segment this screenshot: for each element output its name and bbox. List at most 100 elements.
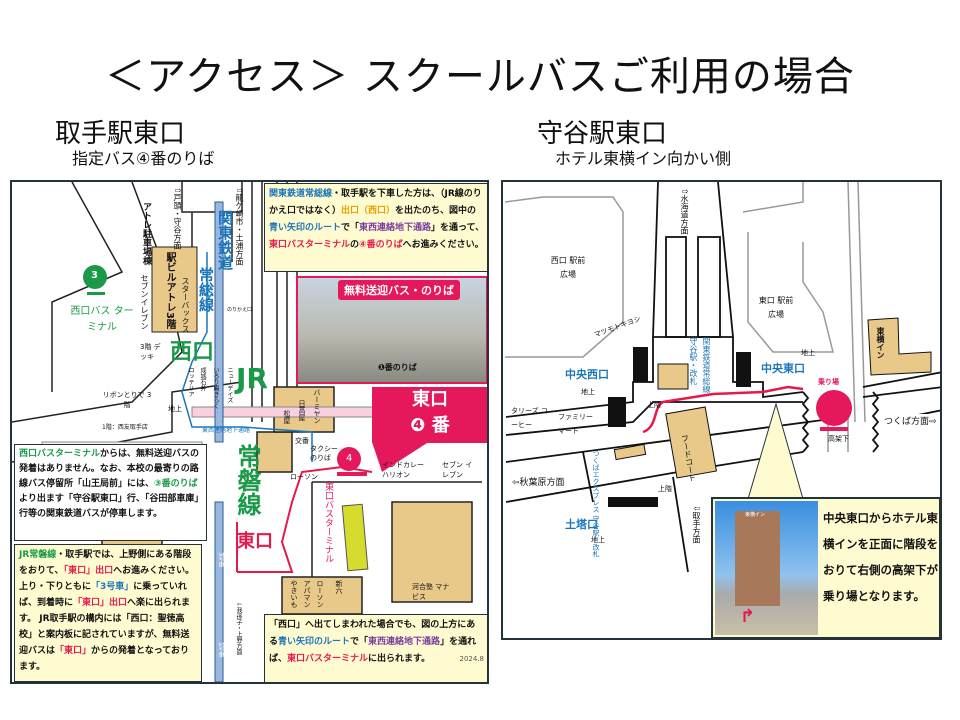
label-kanto-rail: 関東鉄道	[216, 210, 234, 270]
label-yakiimo: やきいも	[290, 580, 298, 608]
label-deck: 3階 デッキ	[140, 343, 161, 361]
label-kawai: 河合塾 マナビス	[412, 583, 450, 601]
toride-map: 関東鉄道常総線・取手駅を下車した方は、（JR線のりかえ口ではなく）出口（西口）を…	[10, 180, 489, 684]
highlight-text: 「3号車」	[91, 582, 134, 592]
label-west-bus-terminal: 西口バス ターミナル	[70, 306, 134, 333]
right-heading: 守谷駅東口	[537, 119, 668, 149]
label-to-moriya: ⇧戸頭・守谷方面	[173, 187, 182, 250]
label-ground-dotou: 地上	[591, 536, 605, 544]
label-hidakaya: 日高屋	[298, 400, 306, 421]
label-ground-west: 地上	[581, 388, 595, 396]
label-kanto-gate: 関東鉄道常総線	[702, 337, 711, 393]
label-to-tsukuba: つくば方面⇨	[883, 414, 938, 427]
label-matsuya: 松屋	[283, 410, 291, 424]
label-ribbon: リボンとりで 3階	[102, 391, 152, 409]
label-taxi: タクシー のりば	[310, 445, 338, 462]
body-text: へ楽に出られます。 JR取手駅の構内には「西口：聖徳高校」と案内板に記されていま…	[19, 598, 191, 656]
body-text: に出られます。	[368, 654, 431, 664]
body-text: を出たのち、図中の	[395, 206, 477, 216]
highlight-text: 東口バスターミナル	[269, 240, 351, 250]
callout-line1: 東口	[412, 389, 448, 410]
label-tunnel: 東西連絡地下通路	[202, 427, 251, 434]
body-text: ・取手駅を下車した方は、（JR線のりかえ口ではなく）	[269, 189, 482, 216]
photo-label: 無料送迎バス・のりば	[338, 280, 460, 300]
label-ground-east: 地上	[801, 349, 815, 357]
label-central-west: 中央西口	[565, 368, 609, 381]
label-to-toride: ⇩取手方面	[692, 505, 701, 544]
body-text: に乗っていれば、到着時に	[19, 582, 187, 608]
highlight-text: 東西連絡地下通路	[368, 637, 441, 647]
moriya-map-lines	[504, 182, 940, 573]
left-subheading: 指定バス④番のりば	[72, 149, 215, 168]
info-box-bottom: 「西口」へ出てしまわれた場合でも、図の上方にある青い矢印のルートで「東西連絡地下…	[264, 614, 487, 682]
left-heading: 取手駅東口	[55, 119, 186, 149]
label-atre-parking: アトレ駐車場棟	[141, 202, 151, 265]
body-text: からは、無料送迎バスの発着はありません。なお、本校の最寄りの路線バス停留所「山王…	[19, 449, 200, 489]
highlight-text: ④番のりば	[359, 240, 403, 250]
body-text: より出ます「守谷駅東口」行、「谷田部車庫」行等の関東鉄道バスが停車します。	[19, 494, 199, 519]
info-box-top: 関東鉄道常総線・取手駅を下車した方は、（JR線のりかえ口ではなく）出口（西口）を…	[264, 183, 487, 272]
info-bottom-text: 「西口」へ出てしまわれた場合でも、図の上方にある青い矢印のルートで「東西連絡地下…	[269, 620, 476, 664]
body-text: の	[350, 240, 360, 250]
label-tullys: タリーズ コーヒー	[511, 407, 548, 429]
label-familymart: ファミリー マート	[558, 413, 593, 435]
hotel-sign: 東横イン	[745, 512, 766, 518]
body-text: からの発着となっております。	[19, 646, 190, 672]
body-text: へお進みください。	[402, 240, 484, 250]
label-joban-line: 常磐線	[233, 444, 261, 516]
label-atre3: 駅ビルアトレ3階	[164, 252, 175, 329]
body-text: へお進みください。 上り・下りともに	[19, 566, 195, 592]
highlight-text: 青い矢印のルート	[269, 223, 342, 233]
body-text: で「	[341, 223, 360, 233]
hotel-info-text: 中央東口からホテル東横インを正面に階段をおりて右側の高架下が乗り場となります。	[823, 511, 938, 603]
callout-line2: ❹ 番	[410, 415, 450, 436]
label-joso-line: 常総線	[197, 267, 215, 312]
car-3-marker: 3号車	[217, 552, 224, 568]
body-text: 」を通れば、	[269, 637, 477, 664]
label-tx-gate: つくばエクスプレス 守谷駅・改札	[592, 450, 600, 558]
highlight-text: 「東口」出口	[63, 566, 114, 576]
label-seven-eleven-west: セブンイレブン	[140, 274, 149, 330]
highlight-text: 東口バスターミナル	[287, 654, 369, 664]
body-text: 」を通って、	[431, 223, 485, 233]
label-seijo: 成城石井	[199, 367, 206, 391]
label-upstairs-1: 上階	[647, 401, 661, 409]
label-dotou-exit: 土塔口	[565, 518, 598, 531]
moriya-map: ⇧水海道方面 西口 駅前広場 東口 駅前広場 東横イン マツモトキヨシ 関東鉄道…	[501, 180, 942, 640]
label-seiyu: 1階：西友取手店	[102, 424, 148, 431]
label-indian-curry: インドカレー ハリオン	[382, 461, 424, 479]
label-under-viaduct: 高架下	[828, 435, 849, 443]
label-transfer: のりかえ口	[227, 307, 253, 313]
label-east-plaza: 東口 駅前広場	[758, 296, 794, 319]
highlight-text: 東西連絡地下通路	[359, 223, 432, 233]
label-to-ueno: ⇩我孫子・上野方面	[235, 602, 242, 656]
highlight-text: 出口（西口）	[341, 206, 396, 216]
highlight-text: 関東鉄道常総線	[269, 189, 333, 199]
label-koban: 交番	[295, 437, 309, 445]
label-lawson: ローソン	[290, 473, 318, 481]
info-box-jr: JR常磐線・取手駅では、上野側にある階段をおりて、「東口」出口へお進みください。…	[14, 544, 202, 682]
right-subheading: ホテル東横イン向かい側	[555, 149, 732, 168]
body-text: ・取手駅では、上野側にある階段をおりて、	[19, 550, 192, 576]
photo-caption: ❶番のりば	[378, 363, 417, 372]
highlight-text: JR常磐線	[19, 550, 57, 560]
label-ground: 地上	[168, 405, 182, 413]
turn-right-arrow-icon: ↱	[740, 606, 756, 627]
label-jr: JR	[236, 362, 268, 395]
highlight-text: 青い矢印のルート	[278, 637, 351, 647]
label-boarding: 乗り場	[818, 378, 839, 386]
label-lawson2: ローソン	[316, 580, 324, 608]
date-label: 2024.8	[459, 655, 485, 663]
body-text: で「	[350, 637, 369, 647]
label-to-akihabara: ⇦秋葉原方面	[511, 475, 566, 488]
highlight-text: ③番のりば	[154, 479, 198, 489]
label-central-east: 中央東口	[761, 362, 805, 375]
car-1-marker: 1号車	[217, 642, 224, 658]
highlight-text: 「東口」出口	[73, 598, 128, 608]
label-east-bus-terminal: 東口バスターミナル	[323, 482, 333, 563]
label-ikinari: いろり庵きらく	[212, 367, 219, 409]
label-shinroku: 新六	[335, 580, 343, 594]
highlight-text: 西口バスターミナル	[19, 449, 101, 459]
label-upstairs-2: 上階	[658, 485, 672, 493]
label-to-ryugasaki: ⇧龍ケ崎市・土浦方面	[235, 187, 244, 266]
